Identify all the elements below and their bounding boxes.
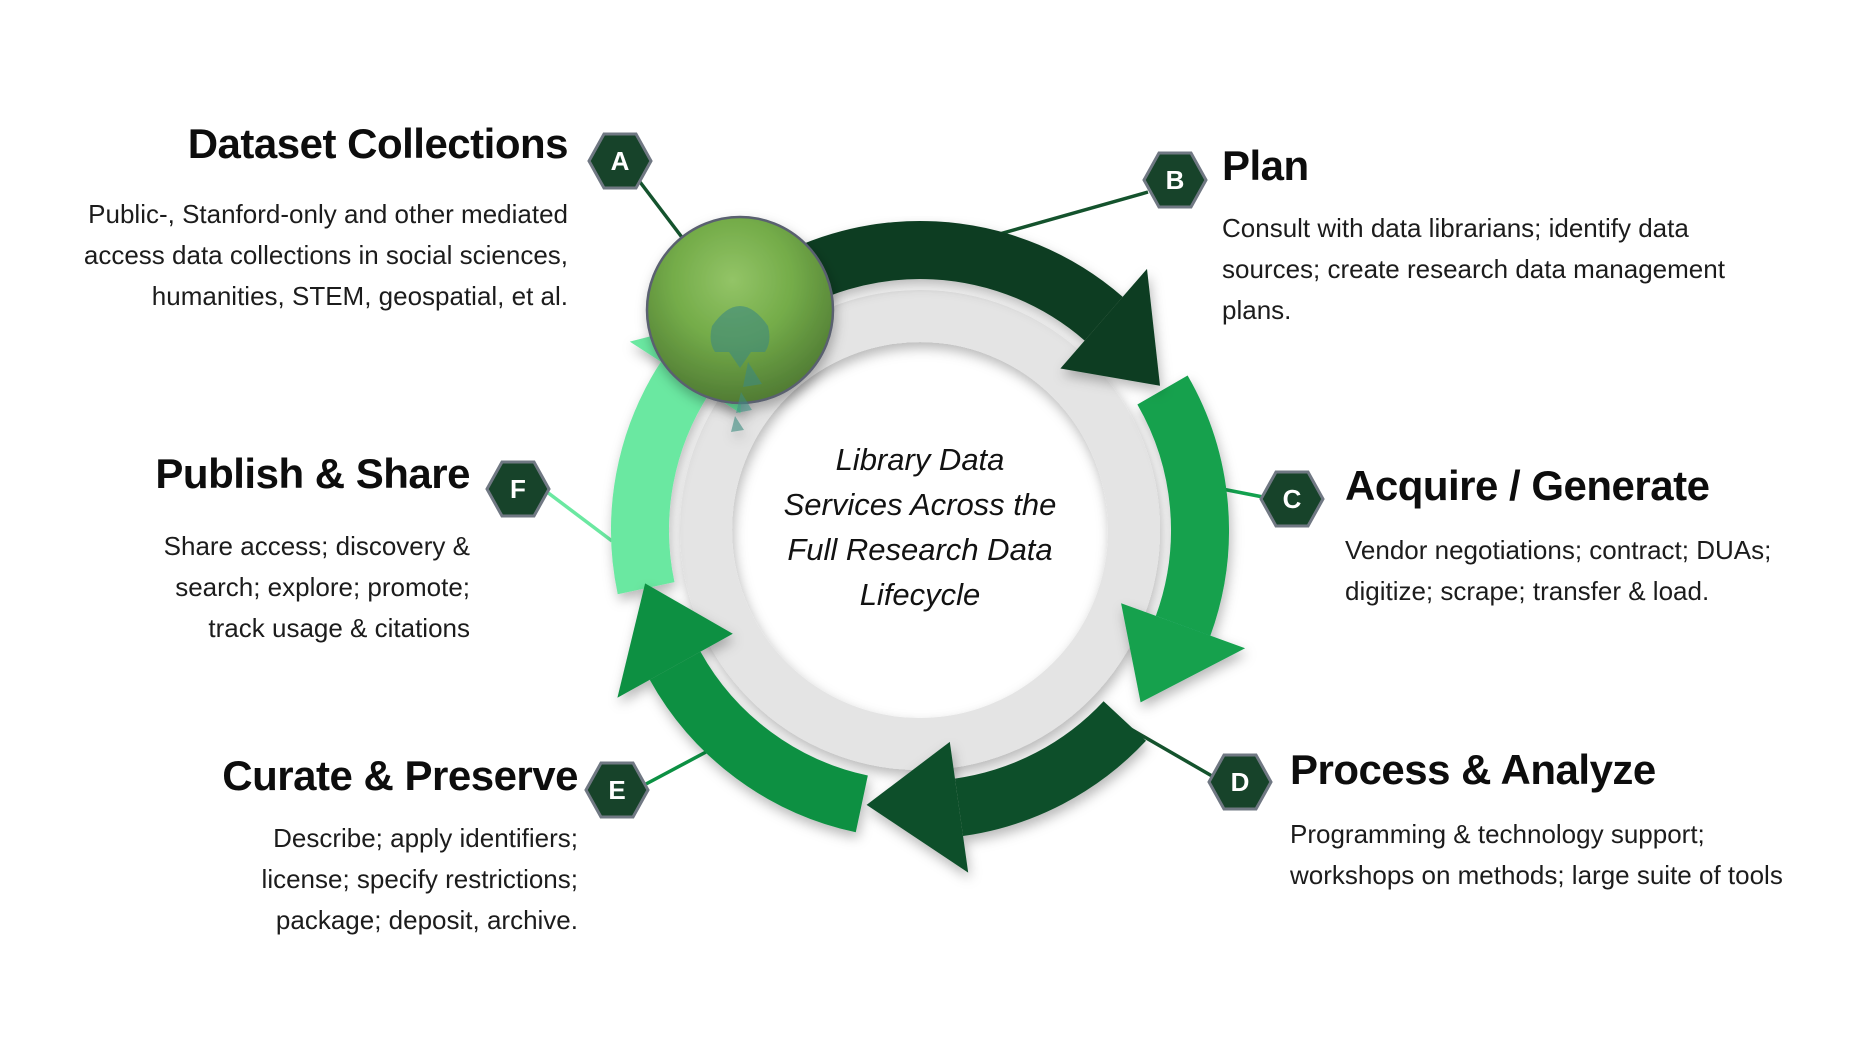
stage-plan: Plan Consult with data librarians; ident… bbox=[1222, 142, 1725, 331]
stage-e-desc-line: Describe; apply identifiers; bbox=[273, 823, 578, 853]
hexagon-letter-f: F bbox=[510, 474, 526, 504]
stage-b-desc-line: plans. bbox=[1222, 295, 1292, 325]
stage-b-title: Plan bbox=[1222, 142, 1309, 189]
arc-acquire-generate-arrowhead bbox=[1121, 603, 1246, 703]
arc-curate-preserve-arrowhead bbox=[617, 583, 733, 698]
hexagon-letter-e: E bbox=[608, 775, 625, 805]
stage-dataset-collections: Dataset Collections Public-, Stanford-on… bbox=[84, 120, 569, 317]
stage-d-desc-line: workshops on methods; large suite of too… bbox=[1290, 860, 1783, 890]
stage-e-desc-line: license; specify restrictions; bbox=[261, 864, 578, 894]
hexagon-letter-b: B bbox=[1166, 165, 1185, 195]
stage-a-title: Dataset Collections bbox=[187, 120, 569, 167]
stage-f-description: Share access; discovery & search; explor… bbox=[155, 526, 470, 649]
center-caption-line: Full Research Data bbox=[787, 532, 1053, 567]
stage-f-desc-line: track usage & citations bbox=[208, 613, 470, 643]
globe-emblem-icon bbox=[710, 306, 770, 432]
arc-plan-arrowhead bbox=[1060, 268, 1160, 386]
stage-a-desc-line: access data collections in social scienc… bbox=[83, 240, 568, 270]
hexagon-badge-b: B bbox=[1142, 151, 1208, 209]
arc-process-analyze bbox=[866, 700, 1147, 873]
stage-b-desc-line: sources; create research data management bbox=[1222, 254, 1725, 284]
stage-a-description: Public-, Stanford-only and other mediate… bbox=[84, 194, 568, 317]
stage-b-desc-line: Consult with data librarians; identify d… bbox=[1222, 213, 1689, 243]
stage-e-desc-line: package; deposit, archive. bbox=[275, 905, 578, 935]
stage-e-description: Describe; apply identifiers; license; sp… bbox=[222, 818, 578, 941]
stage-f-title: Publish & Share bbox=[155, 450, 470, 497]
stage-c-desc-line: digitize; scrape; transfer & load. bbox=[1345, 576, 1710, 606]
stage-curate-preserve: Curate & Preserve Describe; apply identi… bbox=[222, 752, 578, 941]
connector-line-f bbox=[545, 490, 614, 543]
stage-acquire-generate: Acquire / Generate Vendor negotiations; … bbox=[1345, 462, 1771, 612]
connector-line-e bbox=[645, 750, 707, 786]
stage-d-title: Process & Analyze bbox=[1290, 746, 1656, 793]
stage-c-title: Acquire / Generate bbox=[1345, 462, 1710, 509]
hexagon-badge-f: F bbox=[485, 460, 551, 518]
globe-sphere bbox=[645, 215, 835, 432]
stage-b-description: Consult with data librarians; identify d… bbox=[1222, 208, 1725, 331]
stage-publish-share: Publish & Share Share access; discovery … bbox=[155, 450, 470, 649]
arc-process-analyze-arrowhead bbox=[866, 741, 969, 873]
connector-line-a bbox=[638, 180, 686, 242]
arc-acquire-generate bbox=[1121, 375, 1246, 703]
arc-curate-preserve bbox=[617, 583, 869, 833]
center-caption-line: Services Across the bbox=[783, 487, 1057, 522]
center-caption-line: Library Data bbox=[835, 442, 1005, 477]
stage-d-desc-line: Programming & technology support; bbox=[1290, 819, 1705, 849]
hexagon-badge-c: C bbox=[1259, 470, 1325, 528]
stage-e-title: Curate & Preserve bbox=[222, 752, 578, 799]
center-caption-line: Lifecycle bbox=[859, 577, 981, 612]
hexagon-letter-d: D bbox=[1231, 767, 1250, 797]
hexagon-letter-c: C bbox=[1283, 484, 1302, 514]
hexagon-letter-a: A bbox=[611, 146, 630, 176]
stage-c-desc-line: Vendor negotiations; contract; DUAs; bbox=[1345, 535, 1772, 565]
stage-c-description: Vendor negotiations; contract; DUAs; dig… bbox=[1345, 530, 1771, 612]
stage-d-description: Programming & technology support; worksh… bbox=[1290, 814, 1783, 896]
hexagon-badge-d: D bbox=[1207, 753, 1273, 811]
hexagon-badge-e: E bbox=[584, 761, 650, 819]
stage-process-analyze: Process & Analyze Programming & technolo… bbox=[1290, 746, 1783, 896]
cycle-track-ring bbox=[680, 290, 1160, 770]
center-caption: Library Data Services Across the Full Re… bbox=[720, 437, 1120, 617]
stage-a-desc-line: Public-, Stanford-only and other mediate… bbox=[88, 199, 568, 229]
hexagon-badge-a: A bbox=[587, 132, 653, 190]
stage-a-desc-line: humanities, STEM, geospatial, et al. bbox=[151, 281, 568, 311]
stage-f-desc-line: search; explore; promote; bbox=[175, 572, 470, 602]
stage-f-desc-line: Share access; discovery & bbox=[163, 531, 470, 561]
